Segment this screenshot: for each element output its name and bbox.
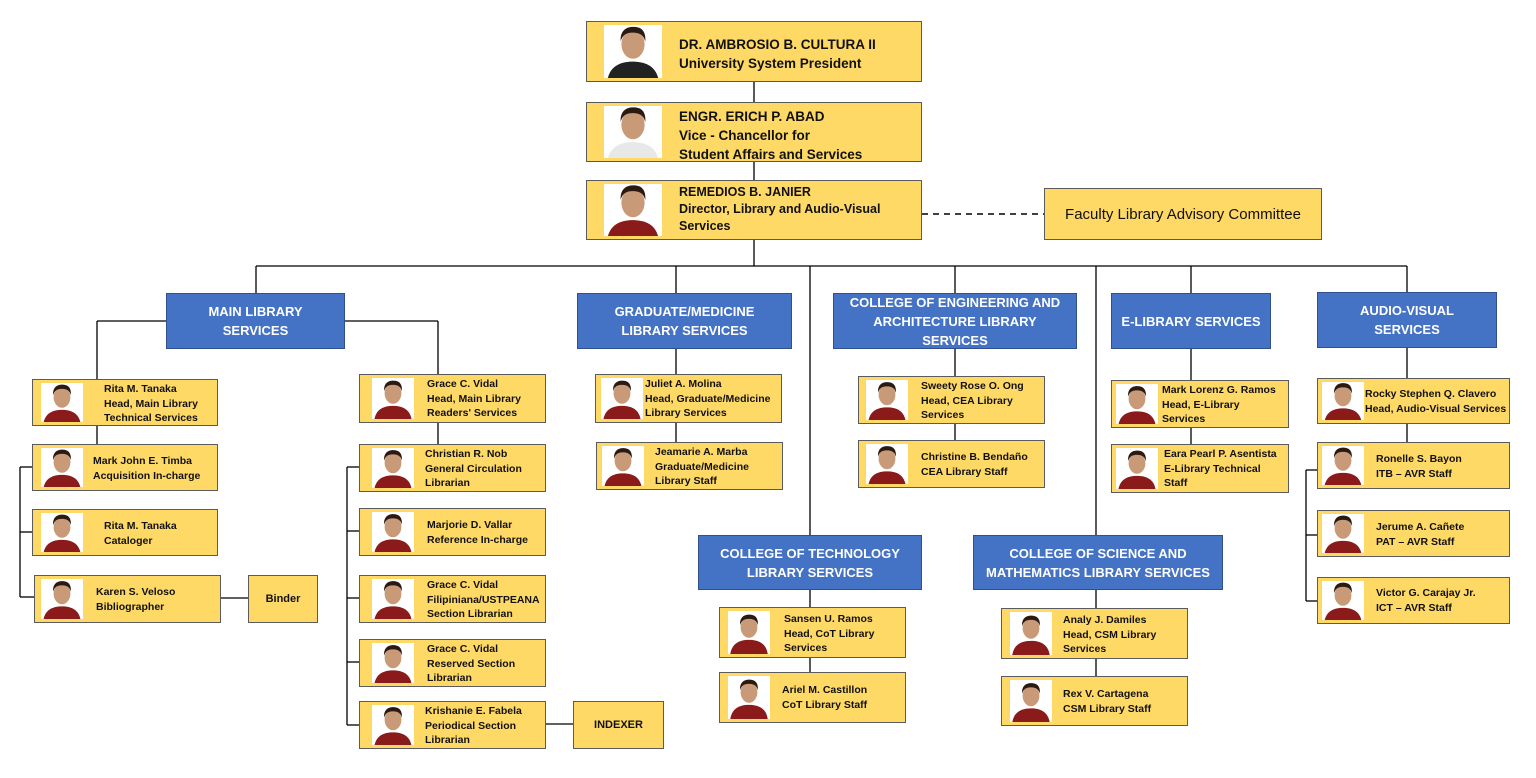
staff-box: Ariel M. Castillon CoT Library Staff [719, 672, 906, 723]
staff-box: Mark John E. Timba Acquisition In-charge [32, 444, 218, 491]
staff-photo [1322, 382, 1364, 420]
staff-box: Rocky Stephen Q. Clavero Head, Audio-Vis… [1317, 378, 1510, 424]
vice-chancellor-box: ENGR. ERICH P. ABAD Vice - Chancellor fo… [586, 102, 922, 162]
staff-box: Jeamarie A. Marba Graduate/Medicine Libr… [596, 442, 783, 490]
binder-box: Binder [248, 575, 318, 623]
dept-main-library: MAIN LIBRARY SERVICES [166, 293, 345, 349]
president-box: DR. AMBROSIO B. CULTURA II University Sy… [586, 21, 922, 82]
director-text: REMEDIOS B. JANIER Director, Library and… [679, 185, 881, 233]
staff-photo [41, 383, 83, 422]
dept-college-technology: COLLEGE OF TECHNOLOGY LIBRARY SERVICES [698, 535, 922, 590]
staff-box: Krishanie E. Fabela Periodical Section L… [359, 701, 546, 749]
staff-photo [372, 512, 414, 552]
staff-box: Christine B. Bendaño CEA Library Staff [858, 440, 1045, 488]
faculty-committee-box: Faculty Library Advisory Committee [1044, 188, 1322, 240]
staff-photo [41, 579, 83, 619]
dept-graduate-medicine: GRADUATE/MEDICINE LIBRARY SERVICES [577, 293, 792, 349]
staff-photo [41, 513, 83, 552]
staff-box: Karen S. Veloso Bibliographer [34, 575, 221, 623]
vice-chancellor-photo [604, 106, 662, 158]
staff-photo [866, 444, 908, 484]
staff-photo [1010, 612, 1052, 655]
indexer-box: INDEXER [573, 701, 664, 749]
staff-photo [728, 611, 770, 654]
staff-box: Mark Lorenz G. Ramos Head, E-Library Ser… [1111, 380, 1289, 428]
staff-box: Jerume A. Cañete PAT – AVR Staff [1317, 510, 1510, 557]
staff-box: Rex V. Cartagena CSM Library Staff [1001, 676, 1188, 726]
staff-photo [866, 380, 908, 420]
president-text: DR. AMBROSIO B. CULTURA II University Sy… [679, 37, 876, 71]
staff-box: Eara Pearl P. Asentista E-Library Techni… [1111, 444, 1289, 493]
staff-box: Juliet A. Molina Head, Graduate/Medicine… [595, 374, 782, 423]
dept-cea: COLLEGE OF ENGINEERING AND ARCHITECTURE … [833, 293, 1077, 349]
staff-box: Grace C. Vidal Filipiniana/USTPEANA Sect… [359, 575, 546, 623]
dept-e-library: E-LIBRARY SERVICES [1111, 293, 1271, 349]
staff-photo [372, 643, 414, 683]
staff-photo [372, 378, 414, 419]
staff-photo [602, 446, 644, 486]
staff-box: Grace C. Vidal Head, Main Library Reader… [359, 374, 546, 423]
staff-box: Victor G. Carajay Jr. ICT – AVR Staff [1317, 577, 1510, 624]
staff-photo [1116, 384, 1158, 424]
staff-box: Grace C. Vidal Reserved Section Libraria… [359, 639, 546, 687]
staff-photo [601, 378, 643, 419]
staff-photo [1322, 514, 1364, 553]
dept-audio-visual: AUDIO-VISUAL SERVICES [1317, 292, 1497, 348]
vice-chancellor-text: ENGR. ERICH P. ABAD Vice - Chancellor fo… [679, 109, 863, 162]
staff-box: Sansen U. Ramos Head, CoT Library Servic… [719, 607, 906, 658]
director-box: REMEDIOS B. JANIER Director, Library and… [586, 180, 922, 240]
staff-photo [1322, 581, 1364, 620]
staff-photo [1322, 446, 1364, 485]
staff-box: Rita M. Tanaka Cataloger [32, 509, 218, 556]
staff-box: Sweety Rose O. Ong Head, CEA Library Ser… [858, 376, 1045, 424]
dept-college-science-math: COLLEGE OF SCIENCE AND MATHEMATICS LIBRA… [973, 535, 1223, 590]
staff-photo [372, 579, 414, 619]
staff-photo [728, 676, 770, 719]
staff-box: Rita M. Tanaka Head, Main Library Techni… [32, 379, 218, 426]
staff-photo [41, 448, 83, 487]
staff-photo [1116, 448, 1158, 489]
staff-box: Analy J. Damiles Head, CSM Library Servi… [1001, 608, 1188, 659]
staff-box: Ronelle S. Bayon ITB – AVR Staff [1317, 442, 1510, 489]
staff-box: Marjorie D. Vallar Reference In-charge [359, 508, 546, 556]
staff-photo [372, 448, 414, 488]
staff-photo [1010, 680, 1052, 722]
staff-photo [372, 705, 414, 745]
director-photo [604, 184, 662, 236]
staff-box: Christian R. Nob General Circulation Lib… [359, 444, 546, 492]
president-photo [604, 25, 662, 78]
